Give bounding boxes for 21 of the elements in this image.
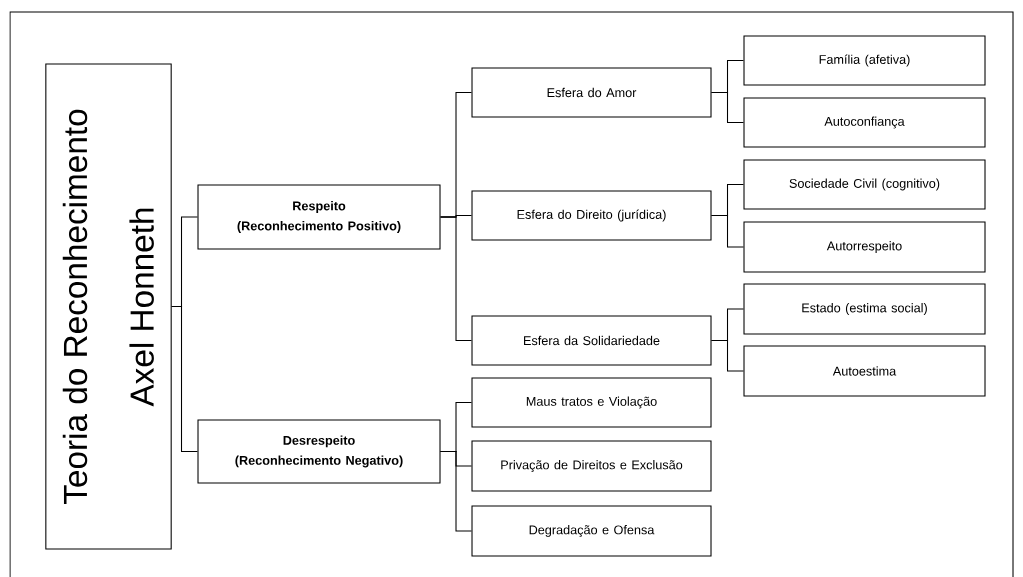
connector-line — [711, 339, 744, 372]
category-box: Família (afetiva) — [743, 35, 986, 86]
category-box: Autoestima — [743, 345, 986, 397]
category-box: Sociedade Civil (cognitivo) — [743, 159, 986, 210]
connector-line — [711, 91, 744, 124]
category-box: Esfera do Amor — [471, 67, 712, 118]
category-box: Esfera do Direito (jurídica) — [471, 190, 712, 241]
category-box: Maus tratos e Violação — [471, 377, 712, 428]
category-box: Estado (estima social) — [743, 283, 986, 335]
category-box: Esfera da Solidariedade — [471, 315, 712, 366]
category-box: Privação de Direitos e Exclusão — [471, 440, 712, 492]
connector-line — [711, 214, 744, 248]
category-box: Degradação e Ofensa — [471, 505, 712, 557]
category-box: Respeito (Reconhecimento Positivo) — [197, 184, 441, 250]
connector-line — [440, 216, 472, 342]
category-box: Autoconfiança — [743, 97, 986, 148]
category-box: Desrespeito (Reconhecimento Negativo) — [197, 419, 441, 484]
connector-line — [171, 305, 198, 453]
connector-line — [440, 450, 472, 532]
category-box: Autorrespeito — [743, 221, 986, 273]
title-box: Teoria do Reconhecimento Axel Honneth — [45, 63, 172, 550]
